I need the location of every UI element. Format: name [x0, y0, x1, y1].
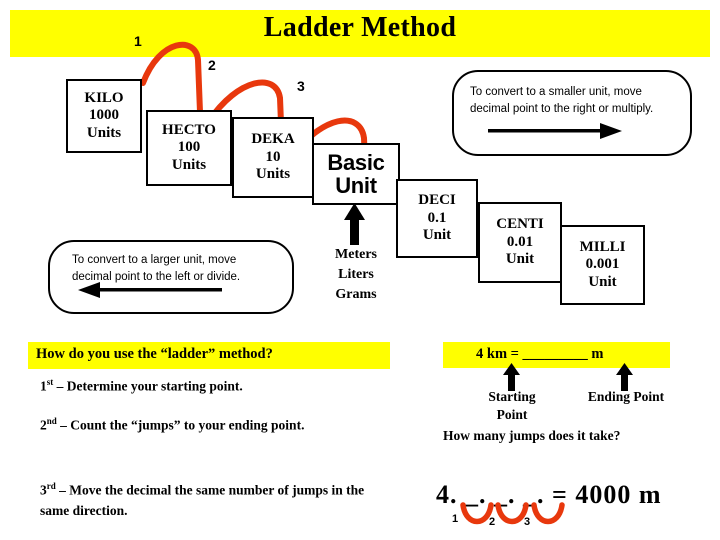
step-value: 10	[265, 148, 281, 165]
callout-smaller-line1: To convert to a smaller unit, move	[470, 86, 642, 98]
callout-larger-text: To convert to a larger unit, move decima…	[72, 252, 240, 285]
step-value: 0.01	[506, 233, 534, 250]
step-value: 100	[177, 139, 201, 156]
basic-unit-line2: Unit	[335, 173, 377, 198]
instruction-step-1-sup: st	[46, 377, 54, 387]
step-name: HECTO	[162, 121, 216, 138]
jump-label-3: 3	[524, 516, 531, 528]
ladder-step-deci[interactable]: DECI 0.1 Unit	[396, 179, 478, 258]
callout-smaller-text: To convert to a smaller unit, move decim…	[470, 84, 653, 117]
example-question: How many jumps does it take?	[443, 428, 621, 443]
instruction-step-2-sup: nd	[46, 416, 57, 426]
step-name: DEKA	[251, 131, 295, 148]
step-name: KILO	[84, 89, 124, 106]
step-name: CENTI	[496, 216, 544, 233]
step-value: 0.001	[585, 256, 620, 273]
callout-smaller-unit	[452, 70, 692, 156]
jump-label-2: 2	[489, 516, 496, 528]
arrow-up-icon	[344, 203, 365, 245]
example-equation: 4 km = _________ m	[476, 346, 604, 362]
ladder-step-milli[interactable]: MILLI 0.001 Unit	[560, 225, 645, 305]
instruction-step-3-ordinal: 3	[40, 482, 47, 498]
ladder-step-kilo[interactable]: KILO 1000 Units	[66, 79, 142, 153]
instruction-step-2-text: – Count the “jumps” to your ending point…	[56, 417, 305, 433]
instruction-step-3-text: – Move the decimal the same number of ju…	[40, 482, 365, 518]
jump-label-1: 1	[452, 513, 459, 525]
step-unit: Units	[171, 156, 207, 173]
basic-unit-example-meters: Meters	[335, 247, 377, 262]
step-name: MILLI	[579, 238, 626, 255]
step-value: 1000	[89, 107, 119, 124]
step-unit: Units	[86, 124, 122, 141]
instruction-step-3: 3rd – Move the decimal the same number o…	[40, 480, 385, 521]
instruction-step-1: 1st – Determine your starting point.	[40, 376, 390, 397]
instruction-step-1-text: – Determine your starting point.	[53, 378, 243, 394]
ladder-step-centi[interactable]: CENTI 0.01 Unit	[478, 202, 562, 283]
callout-larger-line1: To convert to a larger unit, move	[72, 254, 237, 266]
arc-label-1: 1	[134, 33, 142, 49]
arc-label-2: 2	[208, 57, 216, 73]
ladder-step-deka[interactable]: DEKA 10 Units	[232, 117, 314, 198]
step-unit: Unit	[422, 227, 452, 244]
basic-unit-example-grams: Grams	[335, 286, 377, 302]
basic-unit-examples: Meters Liters Grams	[312, 245, 400, 305]
step-unit: Unit	[588, 273, 617, 290]
title-banner	[10, 10, 710, 57]
instructions-heading-highlight	[28, 342, 390, 369]
example-answer: 4. _. _. _. = 4000 m	[436, 480, 662, 509]
ladder-step-basic-unit[interactable]: Basic Unit	[312, 143, 400, 205]
example-starting-point-label: Starting Point	[488, 389, 536, 423]
callout-larger-line2: decimal point to the left or divide.	[72, 270, 241, 283]
step-value: 0.1	[427, 209, 447, 226]
callout-smaller-line2: decimal point to the right or multiply.	[470, 102, 654, 115]
step-name: DECI	[418, 192, 456, 209]
callout-larger-unit	[48, 240, 294, 314]
step-unit: Units	[255, 166, 291, 183]
arc-label-3: 3	[297, 78, 305, 94]
step-unit: Unit	[505, 251, 535, 268]
example-ending-point-label: Ending Point	[587, 389, 665, 404]
instruction-step-2-ordinal: 2	[40, 417, 47, 433]
instructions-heading: How do you use the “ladder” method?	[36, 346, 273, 362]
page-title: Ladder Method	[263, 12, 457, 43]
instruction-step-3-sup: rd	[46, 481, 56, 491]
instruction-step-1-ordinal: 1	[40, 378, 47, 394]
basic-unit-line1: Basic	[327, 149, 385, 175]
basic-unit-example-liters: Liters	[338, 266, 374, 282]
ladder-step-hecto[interactable]: HECTO 100 Units	[146, 110, 232, 186]
instruction-step-2: 2nd – Count the “jumps” to your ending p…	[40, 415, 360, 436]
